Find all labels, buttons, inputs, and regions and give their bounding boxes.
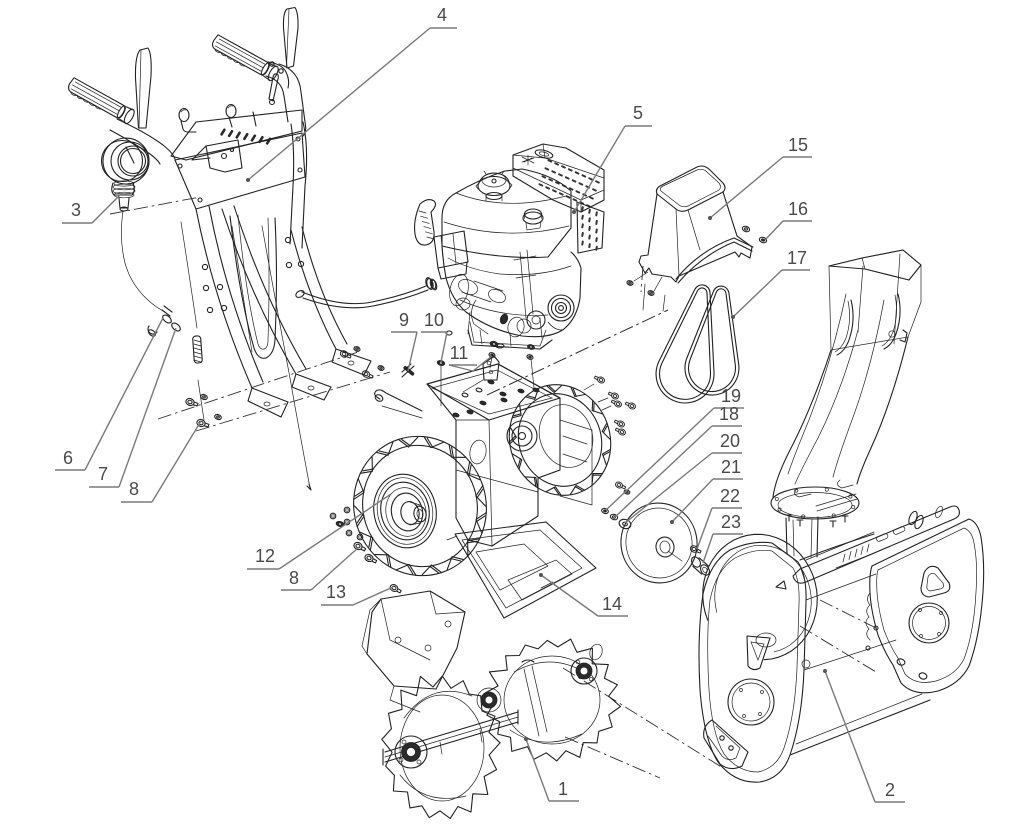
svg-text:12: 12: [255, 546, 275, 566]
svg-text:17: 17: [787, 248, 807, 268]
svg-text:19: 19: [721, 386, 741, 406]
svg-text:21: 21: [721, 457, 741, 477]
svg-text:3: 3: [71, 200, 81, 220]
svg-text:18: 18: [719, 404, 739, 424]
svg-text:11: 11: [450, 343, 469, 363]
svg-text:14: 14: [602, 594, 622, 614]
svg-text:1: 1: [558, 779, 568, 799]
svg-text:9: 9: [399, 310, 409, 330]
svg-text:16: 16: [788, 199, 808, 219]
svg-text:4: 4: [437, 5, 447, 25]
svg-text:6: 6: [63, 448, 73, 468]
svg-text:8: 8: [289, 568, 299, 588]
svg-text:5: 5: [633, 103, 643, 123]
svg-text:13: 13: [326, 582, 346, 602]
svg-text:8: 8: [129, 479, 139, 499]
svg-text:2: 2: [885, 780, 895, 800]
svg-text:10: 10: [424, 310, 444, 330]
svg-text:20: 20: [720, 431, 740, 451]
svg-text:15: 15: [788, 135, 808, 155]
svg-text:7: 7: [98, 464, 108, 484]
svg-text:22: 22: [720, 486, 740, 506]
svg-text:23: 23: [721, 512, 741, 532]
